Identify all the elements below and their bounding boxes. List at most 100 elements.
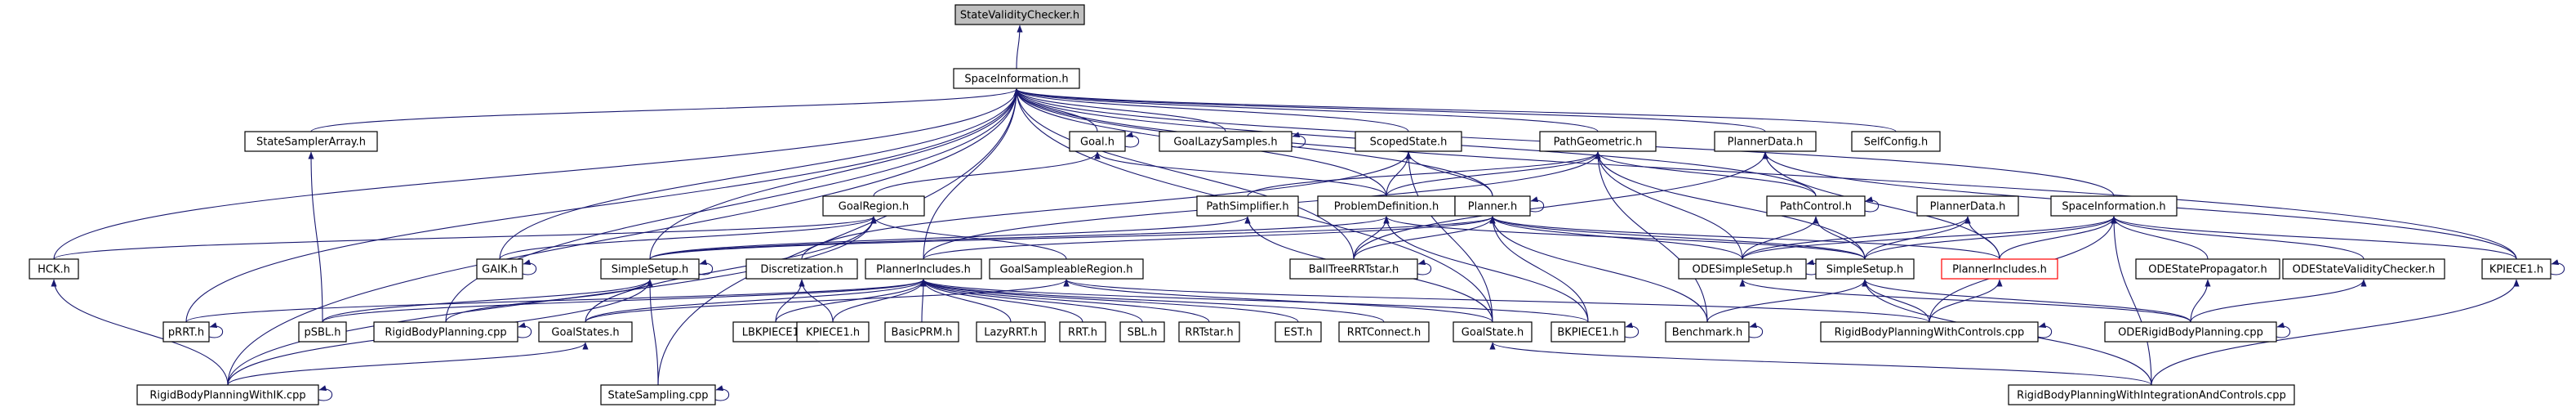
node-label: ODEStateValidityChecker.h — [2293, 264, 2436, 276]
node-sbl[interactable]: SBL.h — [1119, 321, 1165, 343]
node-p-rrt[interactable]: pRRT.h — [162, 321, 210, 343]
node-kpiece1-geo[interactable]: KPIECE1.h — [796, 321, 870, 343]
node-label: LazyRRT.h — [984, 327, 1038, 339]
node-label: GoalState.h — [1462, 327, 1524, 339]
node-state-validity-checker[interactable]: StateValidityChecker.h — [954, 4, 1085, 25]
edge-path-control-to-path-control — [1864, 196, 1880, 213]
node-box — [1453, 321, 1533, 343]
node-label: StateSampling.cpp — [607, 390, 708, 402]
node-est[interactable]: EST.h — [1275, 321, 1322, 343]
node-box — [1941, 258, 2058, 280]
node-simple-setup2[interactable]: SimpleSetup.h — [1815, 258, 1915, 280]
node-gaik[interactable]: GAIK.h — [476, 258, 523, 280]
node-rigid-body-planning-with-integration-and-controls[interactable]: RigidBodyPlanningWithIntegrationAndContr… — [2008, 384, 2295, 405]
node-path-control[interactable]: PathControl.h — [1766, 195, 1866, 217]
node-problem-definition[interactable]: ProblemDefinition.h — [1317, 195, 1456, 217]
node-state-sampler-array[interactable]: StateSamplerArray.h — [244, 131, 378, 152]
node-odestate-validity-checker[interactable]: ODEStateValidityChecker.h — [2282, 258, 2445, 280]
node-rrtstar[interactable]: RRTstar.h — [1178, 321, 1240, 343]
node-scoped-state[interactable]: ScopedState.h — [1355, 131, 1462, 152]
edge-simple-setup2-to-problem-definition — [1383, 216, 1866, 260]
node-hck[interactable]: HCK.h — [29, 258, 79, 280]
node-label: Discretization.h — [760, 264, 843, 276]
edge-planner-to-scoped-state — [1405, 151, 1493, 197]
node-planner-includes2[interactable]: PlannerIncludes.h — [1941, 258, 2058, 280]
node-discretization[interactable]: Discretization.h — [745, 258, 858, 280]
node-state-sampling[interactable]: StateSampling.cpp — [600, 384, 716, 405]
node-lazy-rrt[interactable]: LazyRRT.h — [976, 321, 1046, 343]
node-rigid-body-planning-with-ik[interactable]: RigidBodyPlanningWithIK.cpp — [136, 384, 319, 405]
node-space-information[interactable]: SpaceInformation.h — [953, 68, 1080, 89]
node-rigid-body-planning[interactable]: RigidBodyPlanning.cpp — [373, 321, 518, 343]
node-kpiece1-ctrl[interactable]: KPIECE1.h — [2481, 258, 2552, 280]
edge-oderigid-body-planning-to-odestate-validity-checker — [2190, 279, 2367, 323]
node-p-sbl[interactable]: pSBL.h — [298, 321, 347, 343]
edge-goal-lazy-samples-to-goal-lazy-samples — [1291, 132, 1306, 148]
node-label: BasicPRM.h — [892, 327, 953, 339]
node-label: GAIK.h — [482, 264, 518, 276]
edge-bkpiece1-to-planner — [1489, 216, 1589, 323]
node-planner-data1[interactable]: PlannerData.h — [1714, 131, 1817, 152]
node-label: RRT.h — [1068, 327, 1097, 339]
node-basic-prm[interactable]: BasicPRM.h — [884, 321, 959, 343]
node-box — [1289, 258, 1418, 280]
node-label: RigidBodyPlanningWithIntegrationAndContr… — [2017, 390, 2286, 402]
node-label: PlannerIncludes.h — [876, 264, 971, 276]
node-rrtconnect[interactable]: RRTConnect.h — [1338, 321, 1430, 343]
node-label: PathSimplifier.h — [1206, 201, 1288, 213]
node-goal-lazy-samples[interactable]: GoalLazySamples.h — [1159, 131, 1292, 152]
edge-goal-state-to-goal-sampleable-region — [1063, 279, 1493, 323]
node-self-config[interactable]: SelfConfig.h — [1851, 131, 1941, 152]
edge-planner-includes1-to-space-information — [923, 88, 1020, 260]
edge-odesimple-setup-to-space-information2 — [1742, 216, 2117, 260]
node-rrt[interactable]: RRT.h — [1059, 321, 1106, 343]
edge-simple-setup2-to-planner-data2 — [1864, 216, 1971, 260]
node-box — [884, 321, 959, 343]
node-ball-tree-rrtstar[interactable]: BallTreeRRTstar.h — [1289, 258, 1418, 280]
edge-bkpiece1-to-problem-definition — [1383, 216, 1589, 323]
node-box — [954, 4, 1085, 25]
node-goal-region[interactable]: GoalRegion.h — [822, 195, 925, 217]
node-bkpiece1[interactable]: BKPIECE1.h — [1550, 321, 1626, 343]
node-box — [29, 258, 79, 280]
edge-simple-setup1-to-space-information — [649, 88, 1020, 260]
node-simple-setup1[interactable]: SimpleSetup.h — [600, 258, 700, 280]
edge-path-simplifier-to-path-geometric — [1247, 151, 1601, 197]
edge-goal-region-to-goal — [873, 151, 1101, 197]
node-box — [822, 195, 925, 217]
node-odestate-propagator[interactable]: ODEStatePropagator.h — [2135, 258, 2280, 280]
edge-benchmark-to-path-geometric — [1595, 151, 1708, 323]
node-label: EST.h — [1284, 327, 1312, 339]
node-benchmark[interactable]: Benchmark.h — [1665, 321, 1750, 343]
edge-lbkpiece1-to-discretization — [775, 279, 805, 323]
node-rigid-body-planning-with-controls[interactable]: RigidBodyPlanningWithControls.cpp — [1820, 321, 2039, 343]
edge-gaik-to-goal-region — [499, 216, 877, 260]
node-odesimple-setup[interactable]: ODESimpleSetup.h — [1678, 258, 1807, 280]
edge-planner-includes2-to-space-information2 — [1999, 216, 2117, 260]
node-goal-sampleable-region[interactable]: GoalSampleableRegion.h — [989, 258, 1144, 280]
node-path-simplifier[interactable]: PathSimplifier.h — [1196, 195, 1299, 217]
edge-rrt-to-planner-includes1 — [920, 279, 1083, 323]
node-box — [244, 131, 378, 152]
node-label: Benchmark.h — [1672, 327, 1742, 339]
node-goal[interactable]: Goal.h — [1069, 131, 1126, 152]
edge-planner-to-planner — [1529, 196, 1545, 213]
node-planner[interactable]: Planner.h — [1454, 195, 1531, 217]
edge-state-sampling-to-space-information — [657, 88, 1020, 386]
node-oderigid-body-planning[interactable]: ODERigidBodyPlanning.cpp — [2104, 321, 2277, 343]
edge-benchmark-to-benchmark — [1748, 322, 1764, 338]
edge-odestate-propagator-to-space-information2 — [2111, 216, 2209, 260]
node-path-geometric[interactable]: PathGeometric.h — [1539, 131, 1657, 152]
edge-lazy-rrt-to-planner-includes1 — [920, 279, 1012, 323]
edge-p-rrt-to-p-rrt — [208, 322, 224, 338]
edge-hck-to-goal-region — [53, 216, 877, 260]
node-box — [1678, 258, 1807, 280]
node-space-information2[interactable]: SpaceInformation.h — [2050, 195, 2178, 217]
node-label: BKPIECE1.h — [1557, 327, 1618, 339]
edge-p-sbl-to-planner-includes1 — [322, 279, 927, 323]
node-planner-data2[interactable]: PlannerData.h — [1916, 195, 2019, 217]
node-goal-state[interactable]: GoalState.h — [1453, 321, 1533, 343]
node-goal-states[interactable]: GoalStates.h — [538, 321, 633, 343]
node-box — [1916, 195, 2019, 217]
node-planner-includes1[interactable]: PlannerIncludes.h — [865, 258, 982, 280]
